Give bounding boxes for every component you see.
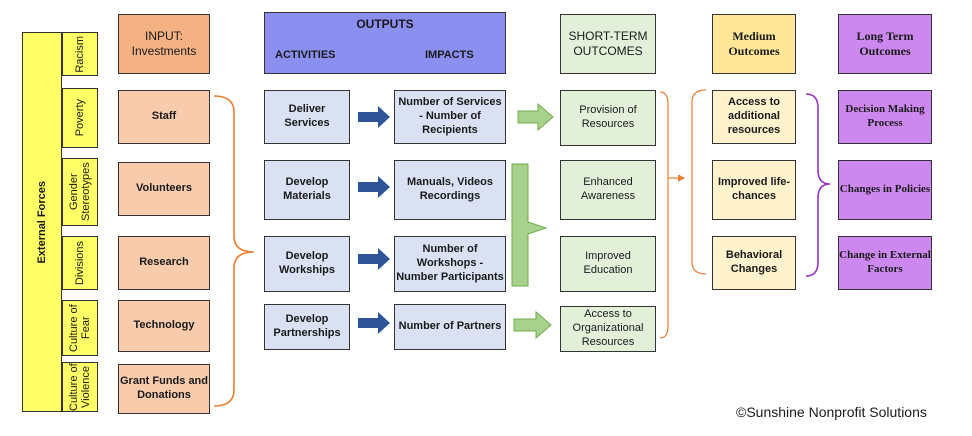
purple-brace [805,93,831,277]
input-item-volunteers: Volunteers [118,162,210,216]
long-term-external: Change in External Factors [838,236,932,290]
short-term-org-resources: Access to Organizational Resources [560,306,656,352]
activity-develop-workships: Develop Workships [264,236,350,292]
blue-arrow-workships [358,248,390,270]
outputs-title: OUTPUTS [356,17,414,31]
impacts-label: IMPACTS [425,49,474,61]
short-term-education: Improved Education [560,236,656,292]
green-arrow-partners [513,310,552,340]
long-term-decision: Decision Making Process [838,90,932,144]
external-force-culture-of-fear: Culture of Fear [62,300,98,356]
input-brace [213,95,255,407]
activity-develop-partnerships: Develop Partnerships [264,304,350,350]
medium-life-chances: Improved life-chances [712,160,796,220]
activity-deliver-services: Deliver Services [264,90,350,144]
short-term-awareness: Enhanced Awareness [560,160,656,220]
medium-header: Medium Outcomes [712,14,796,74]
blue-arrow-services [358,106,390,128]
input-item-staff: Staff [118,90,210,144]
medium-behavioral: Behavioral Changes [712,236,796,290]
green-arrow-services [517,102,554,132]
external-force-divisions: Divisions [62,236,98,290]
medium-access: Access to additional resources [712,90,796,144]
input-item-technology: Technology [118,300,210,352]
external-force-gender-stereotypes: Gender Stereotypes [62,158,98,226]
short-term-provision: Provision of Resources [560,90,656,146]
outputs-header: OUTPUTS ACTIVITIES IMPACTS [264,12,506,74]
impact-manuals-videos: Manuals, Videos Recordings [394,160,506,220]
long-term-policies: Changes in Policies [838,160,932,220]
external-force-culture-of-violence: Culture of Violence [62,362,98,412]
impact-number-of-workshops: Number of Workshops - Number Participant… [394,236,506,292]
medium-bracket [691,89,707,275]
blue-arrow-partnerships [358,312,390,334]
external-force-racism: Racism [62,32,98,76]
blue-arrow-materials [358,176,390,198]
copyright-notice: ©Sunshine Nonprofit Solutions [736,404,927,420]
impact-number-of-partners: Number of Partners [394,304,506,350]
external-forces-label: External Forces [22,32,62,412]
short-term-header: SHORT-TERM OUTCOMES [560,14,656,74]
activities-label: ACTIVITIES [275,49,336,61]
long-term-header: Long Term Outcomes [838,14,932,74]
input-item-grant-funds: Grant Funds and Donations [118,364,210,414]
external-force-poverty: Poverty [62,88,98,148]
impact-number-of-services: Number of Services - Number of Recipient… [394,90,506,144]
short-term-bracket [659,91,669,339]
input-header: INPUT: Investments [118,14,210,74]
green-brace [511,163,548,287]
input-item-research: Research [118,236,210,290]
activity-develop-materials: Develop Materials [264,160,350,220]
